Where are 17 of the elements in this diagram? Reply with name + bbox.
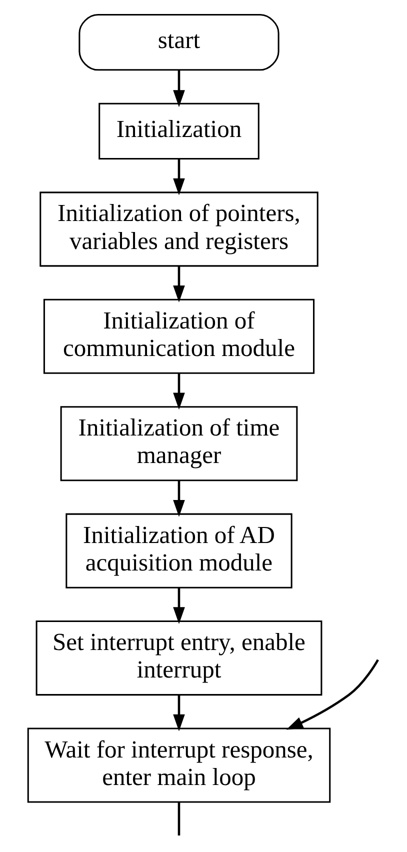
- node-box: Initialization of communication module: [43, 298, 315, 374]
- node-box: Initialization of AD acquisition module: [66, 513, 292, 588]
- arrow: [173, 480, 185, 517]
- arrow: [173, 373, 185, 410]
- node-box: Set interrupt entry, enable interrupt: [36, 620, 322, 696]
- node-box: Wait for interrupt response, enter main loop: [27, 728, 331, 803]
- arrow: [173, 159, 185, 196]
- node-box: Initialization of pointers, variables and registers: [40, 192, 318, 267]
- node-box: Initialization of time manager: [60, 406, 298, 482]
- node-box: Initialization: [98, 102, 260, 160]
- connector: [178, 802, 180, 836]
- node-box: start: [78, 14, 280, 71]
- arrow: [173, 70, 185, 108]
- arrow: [173, 694, 185, 732]
- arrow: [173, 588, 185, 624]
- arrow: [173, 266, 185, 302]
- arrow: [286, 659, 379, 730]
